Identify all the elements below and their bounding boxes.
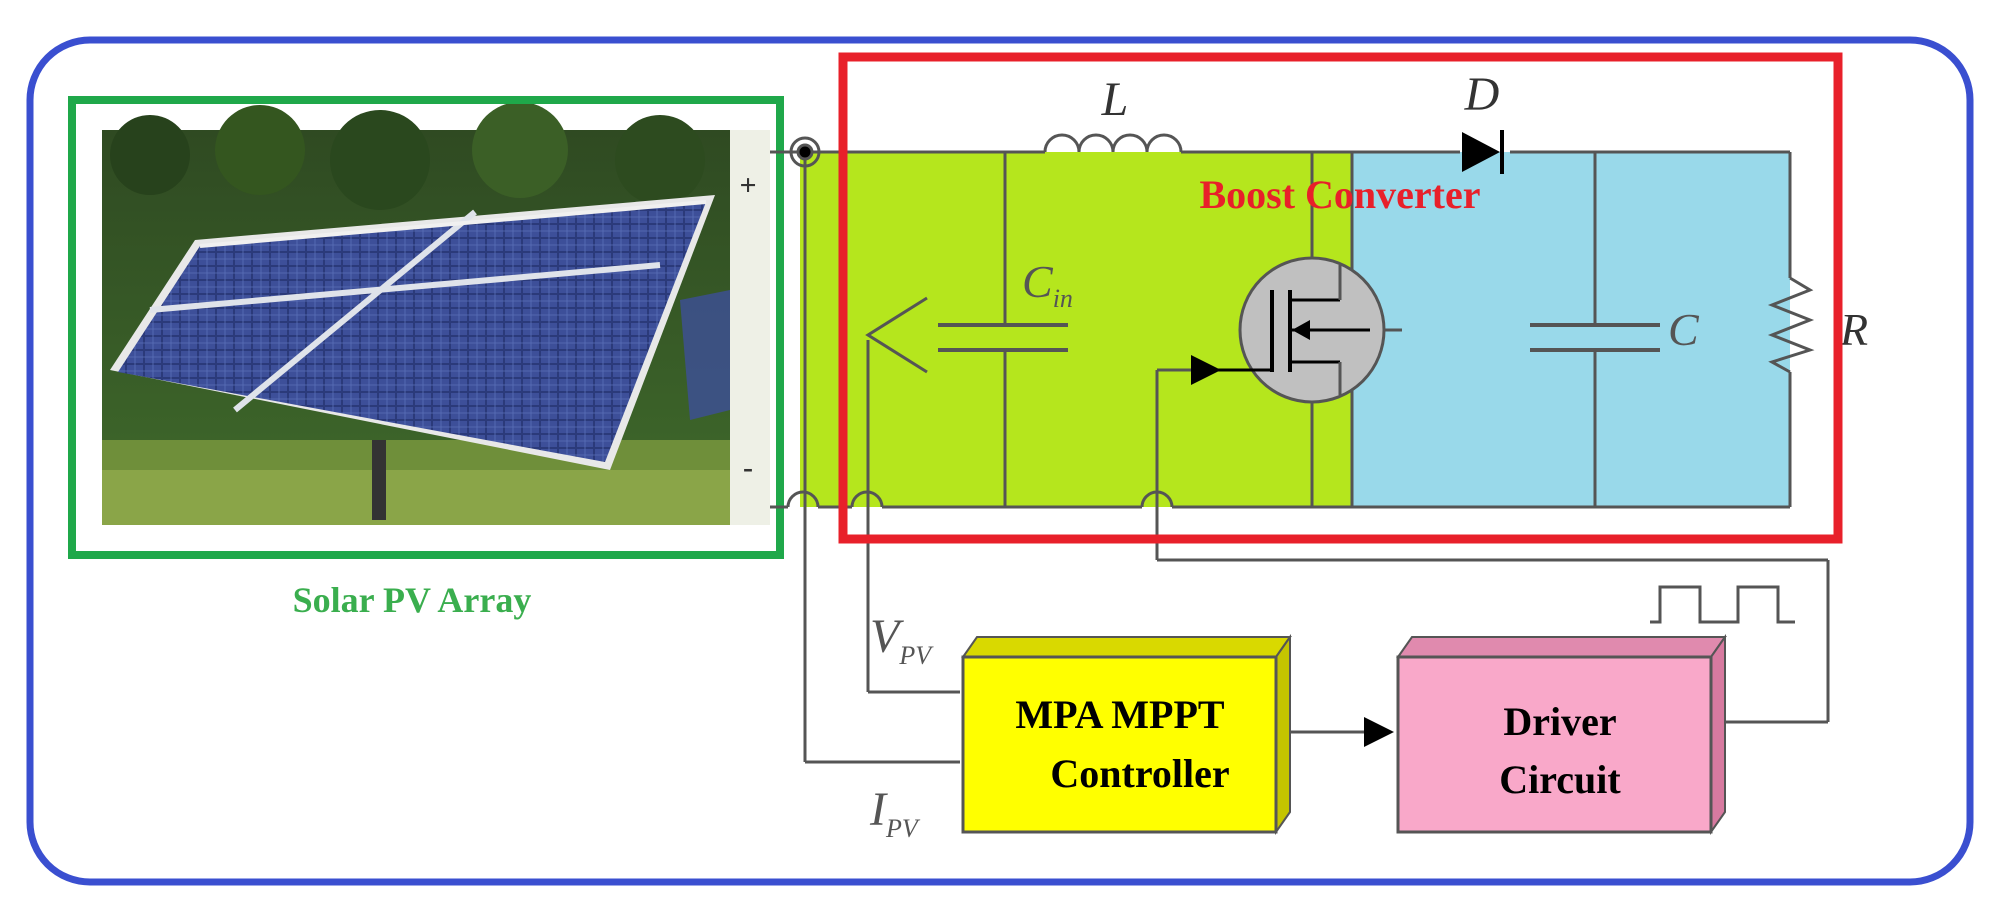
boost-converter-label: Boost Converter (1199, 172, 1480, 217)
input-capacitor-label: Cin (1022, 256, 1073, 313)
pv-array-label: Solar PV Array (293, 580, 532, 620)
outer-frame (26, 36, 1974, 886)
pv-plus-terminal: + (739, 169, 756, 202)
pv-array-border (68, 96, 784, 559)
boost-converter-border (838, 52, 1843, 544)
vpv-label: VPV (870, 610, 934, 670)
controller-label-line1: MPA MPPT (1015, 692, 1225, 737)
controller-label-line2: Controller (1050, 751, 1229, 796)
driver-label-line1: Driver (1503, 699, 1616, 744)
output-section-fill (1352, 152, 1790, 507)
ipv-label: IPV (869, 783, 921, 843)
input-capacitor-symbol (938, 323, 1068, 352)
output-capacitor-symbol (1530, 323, 1660, 352)
solar-panel-photo (102, 102, 770, 525)
mppt-controller-block (961, 633, 1292, 836)
load-resistor-label: R (1839, 304, 1868, 355)
mosfet-symbol (1218, 256, 1402, 404)
pv-minus-terminal: - (743, 451, 753, 484)
junction-dot (796, 143, 814, 161)
diode-label: D (1464, 68, 1500, 121)
diode-symbol (1462, 130, 1504, 174)
driver-circuit-block (1396, 633, 1727, 836)
driver-label-line2: Circuit (1499, 757, 1621, 802)
output-capacitor-label: C (1668, 304, 1700, 355)
inductor-label: L (1101, 73, 1129, 126)
